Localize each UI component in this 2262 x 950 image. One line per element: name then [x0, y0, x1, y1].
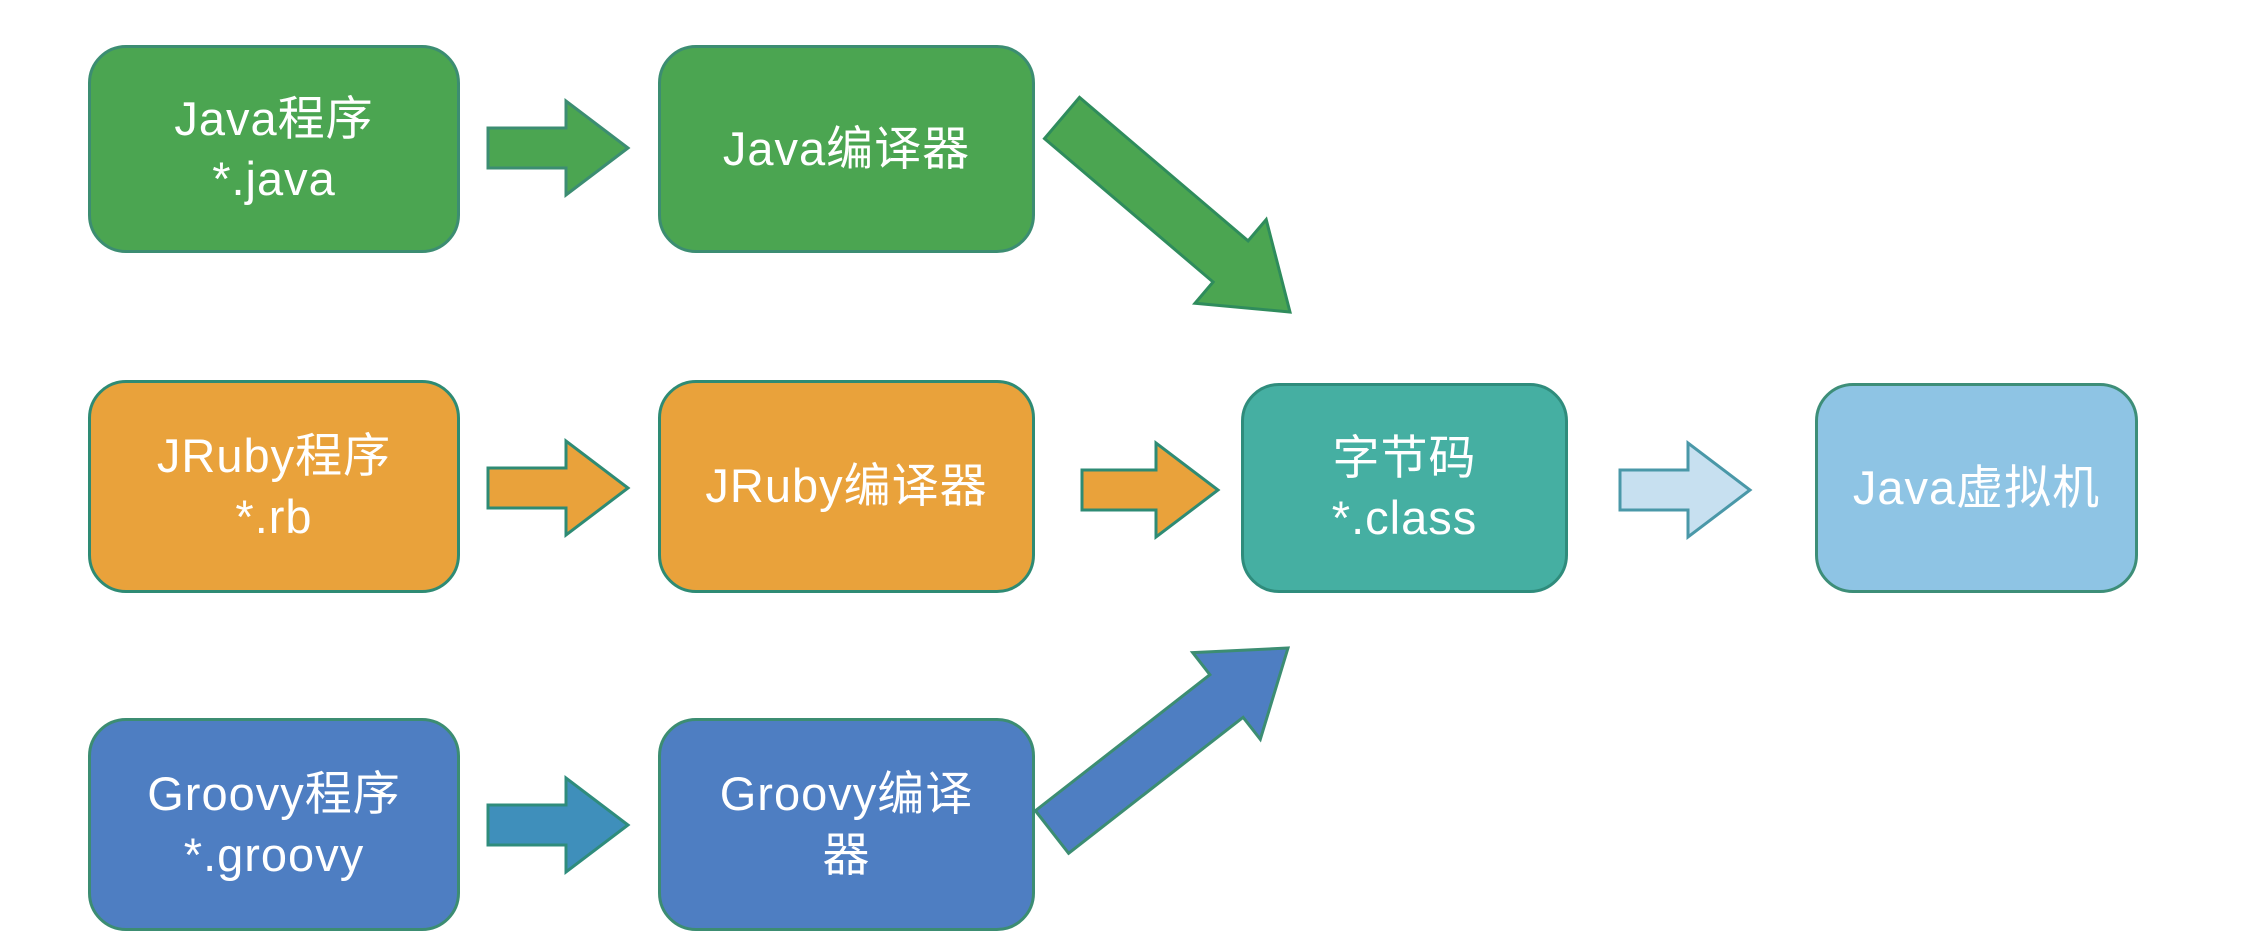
- arrow-jruby-source-to-compiler: [486, 437, 631, 539]
- node-java-source-label: Java程序 *.java: [174, 89, 373, 209]
- node-java-source: Java程序 *.java: [88, 45, 460, 253]
- label-line: Java程序: [174, 91, 374, 145]
- node-groovy-source: Groovy程序 *.groovy: [88, 718, 460, 931]
- node-groovy-compiler: Groovy编译 器: [658, 718, 1035, 931]
- node-jvm-label: Java虚拟机: [1853, 458, 2100, 518]
- node-jruby-compiler-label: JRuby编译器: [705, 456, 987, 516]
- label-line: Java编译器: [722, 121, 971, 175]
- label-line: Groovy编译: [719, 767, 974, 821]
- arrow-bytecode-to-jvm: [1618, 439, 1753, 541]
- label-line: JRuby编译器: [705, 459, 988, 513]
- label-line: *.groovy: [183, 827, 365, 881]
- node-jruby-source-label: JRuby程序 *.rb: [157, 426, 391, 546]
- node-jruby-source: JRuby程序 *.rb: [88, 380, 460, 593]
- node-java-compiler-label: Java编译器: [723, 119, 970, 179]
- node-groovy-compiler-label: Groovy编译 器: [720, 764, 974, 884]
- node-bytecode: 字节码 *.class: [1241, 383, 1568, 593]
- label-line: 器: [822, 827, 871, 881]
- label-line: Groovy程序: [147, 767, 401, 821]
- label-line: *.java: [212, 152, 336, 205]
- arrow-java-compiler-to-bytecode: [1042, 95, 1292, 314]
- arrow-jruby-compiler-to-bytecode: [1080, 439, 1221, 541]
- arrow-java-source-to-compiler: [486, 97, 631, 199]
- label-line: *.class: [1331, 491, 1478, 544]
- label-line: Java虚拟机: [1852, 460, 2101, 514]
- node-java-compiler: Java编译器: [658, 45, 1035, 253]
- node-jruby-compiler: JRuby编译器: [658, 380, 1035, 593]
- label-line: 字节码: [1332, 430, 1477, 484]
- node-groovy-source-label: Groovy程序 *.groovy: [147, 764, 401, 884]
- node-jvm: Java虚拟机: [1815, 383, 2138, 593]
- label-line: JRuby程序: [156, 429, 392, 483]
- arrow-groovy-compiler-to-bytecode: [1033, 646, 1291, 856]
- label-line: *.rb: [235, 489, 313, 543]
- node-bytecode-label: 字节码 *.class: [1332, 428, 1477, 548]
- arrow-groovy-source-to-compiler: [486, 774, 631, 876]
